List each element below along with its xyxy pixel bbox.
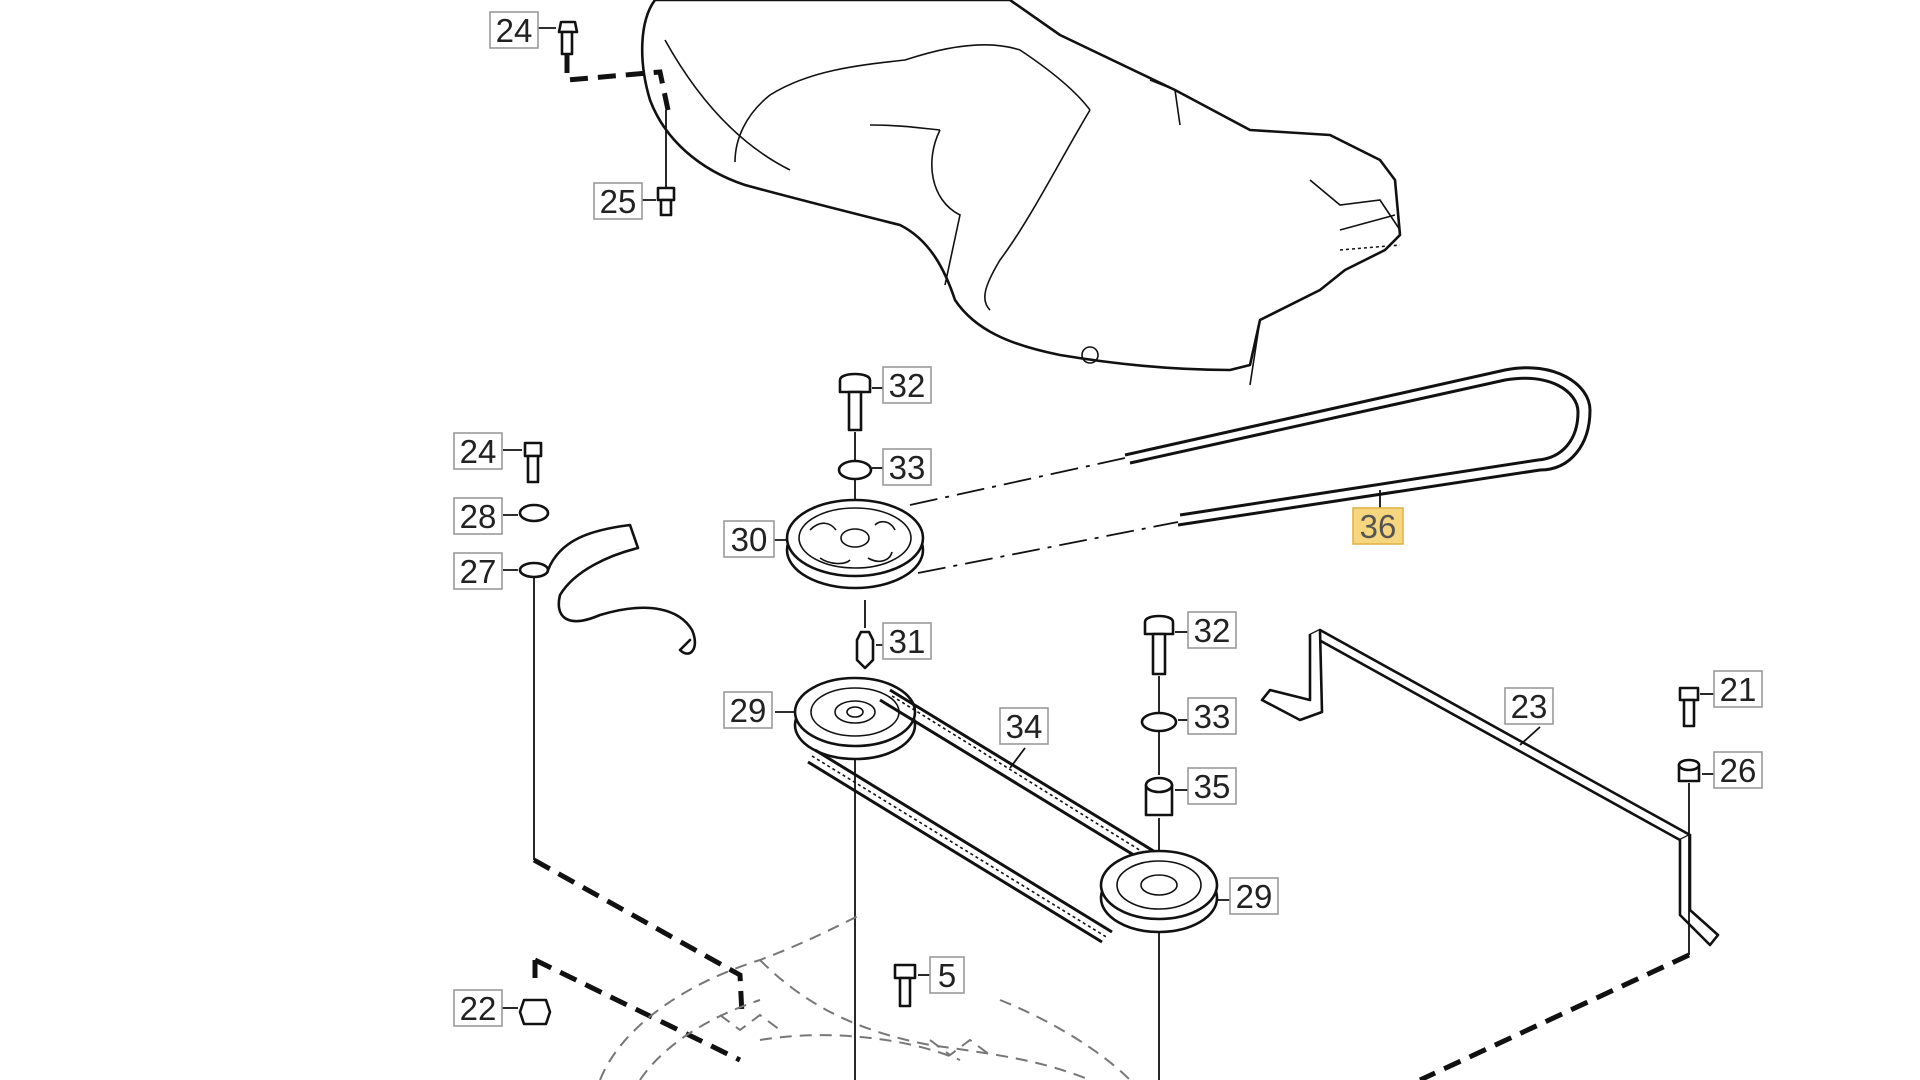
callout-box: [882, 622, 932, 660]
callout-31: 31: [882, 622, 932, 660]
callout-35: 35: [1187, 767, 1237, 805]
callout-5: 5: [929, 956, 965, 994]
callout-labels: 24 25 32 24 33 28 30 36 27 31 32 29 34 33 23 21 26 35 29 5 2…: [453, 11, 1763, 1027]
callout-30: 30: [723, 520, 775, 558]
callout-21: 21: [1713, 670, 1763, 708]
right-dashed-path: [1418, 952, 1691, 1080]
callout-box: [1713, 751, 1763, 789]
callout-25: 25: [593, 182, 643, 220]
callout-number: 29: [730, 692, 767, 729]
callout-29: 29: [723, 691, 773, 729]
spring-wire: [546, 523, 697, 655]
timing-belt-34: [807, 688, 1166, 944]
bolt-21: [1678, 686, 1700, 728]
v-belt-36: [909, 366, 1592, 574]
bolt-25: [656, 186, 676, 217]
callout-number: 21: [1720, 671, 1757, 708]
callout-number: 35: [1194, 768, 1231, 805]
callout-number: 33: [1194, 698, 1231, 735]
callout-number: 28: [460, 498, 497, 535]
washer-33-right: [1140, 711, 1178, 733]
callout-24: 24: [489, 11, 539, 49]
callout-number: 33: [889, 449, 926, 486]
callout-box: [1187, 611, 1237, 649]
callout-box: [1713, 670, 1763, 708]
washer-33-center: [837, 459, 873, 481]
callout-number: 24: [496, 12, 533, 49]
callout-number: 32: [889, 367, 926, 404]
pulley-30: [785, 498, 925, 590]
callout-27: 27: [453, 552, 503, 590]
callout-box: [1187, 767, 1237, 805]
callout-box: [723, 691, 773, 729]
callout-number: 5: [938, 957, 956, 994]
callout-box: [453, 552, 503, 590]
callout-22: 22: [453, 989, 503, 1027]
sprocket-29-right: [1099, 849, 1219, 934]
timing-belt-34-leader: [1009, 747, 1026, 769]
callout-23: 23: [1504, 687, 1554, 725]
washer-28: [518, 503, 550, 523]
bolt-32-center: [838, 372, 872, 432]
callout-number: 32: [1194, 612, 1231, 649]
sprocket-29-left: [793, 676, 917, 761]
callout-28: 28: [453, 497, 503, 535]
callout-number: 26: [1720, 752, 1757, 789]
callout-box: [1187, 697, 1237, 735]
callout-33: 33: [882, 448, 932, 486]
callout-26: 26: [1713, 751, 1763, 789]
bolt-5: [893, 963, 917, 1008]
washer-27: [518, 561, 550, 579]
key-31: [855, 630, 875, 670]
bolt-24-top-dashed-path: [564, 55, 671, 111]
callout-number: 22: [460, 990, 497, 1027]
callout-number: 27: [460, 553, 497, 590]
callout-number: 30: [731, 521, 768, 558]
callout-29: 29: [1229, 877, 1279, 915]
bolt-stack-left-leaders: [503, 449, 522, 571]
callout-24: 24: [453, 432, 503, 470]
callout-number: 24: [460, 433, 497, 470]
callout-box: [453, 497, 503, 535]
callout-32: 32: [882, 366, 932, 404]
callout-box: [882, 366, 932, 404]
nut-26: [1677, 758, 1701, 783]
callout-number: 36: [1360, 508, 1397, 545]
spacer-35: [1144, 776, 1174, 817]
bracket-23: [1260, 628, 1720, 947]
callout-number: 29: [1236, 878, 1273, 915]
callout-32: 32: [1187, 611, 1237, 649]
callout-number: 34: [1006, 708, 1043, 745]
bolt-32-right: [1143, 614, 1175, 676]
callout-box: [999, 707, 1049, 745]
callout-box: [723, 520, 775, 558]
callout-34: 34: [999, 707, 1049, 745]
bolt-24-left: [523, 441, 543, 484]
callout-box: [1504, 687, 1554, 725]
callout-box: [929, 956, 965, 994]
callout-box: [1229, 877, 1279, 915]
belt-cover: [640, 0, 1402, 386]
callout-box: [1352, 507, 1404, 545]
nut-22: [518, 998, 552, 1026]
callout-number: 31: [889, 623, 926, 660]
callout-box: [882, 448, 932, 486]
callout-box: [489, 11, 539, 49]
bolt-24-top: [557, 20, 579, 56]
mower-deck-outline: [599, 914, 1131, 1080]
callout-number: 23: [1511, 688, 1548, 725]
callout-box: [453, 989, 503, 1027]
callout-box: [593, 182, 643, 220]
callout-box: [453, 432, 503, 470]
callout-36-highlighted: 36: [1352, 507, 1404, 545]
callout-33: 33: [1187, 697, 1237, 735]
callout-number: 25: [600, 183, 637, 220]
nut-22-dashed-path: [532, 957, 742, 1063]
bracket-23-leader: [1519, 726, 1541, 746]
bolt-stack-left-dashed-path: [532, 857, 745, 1016]
